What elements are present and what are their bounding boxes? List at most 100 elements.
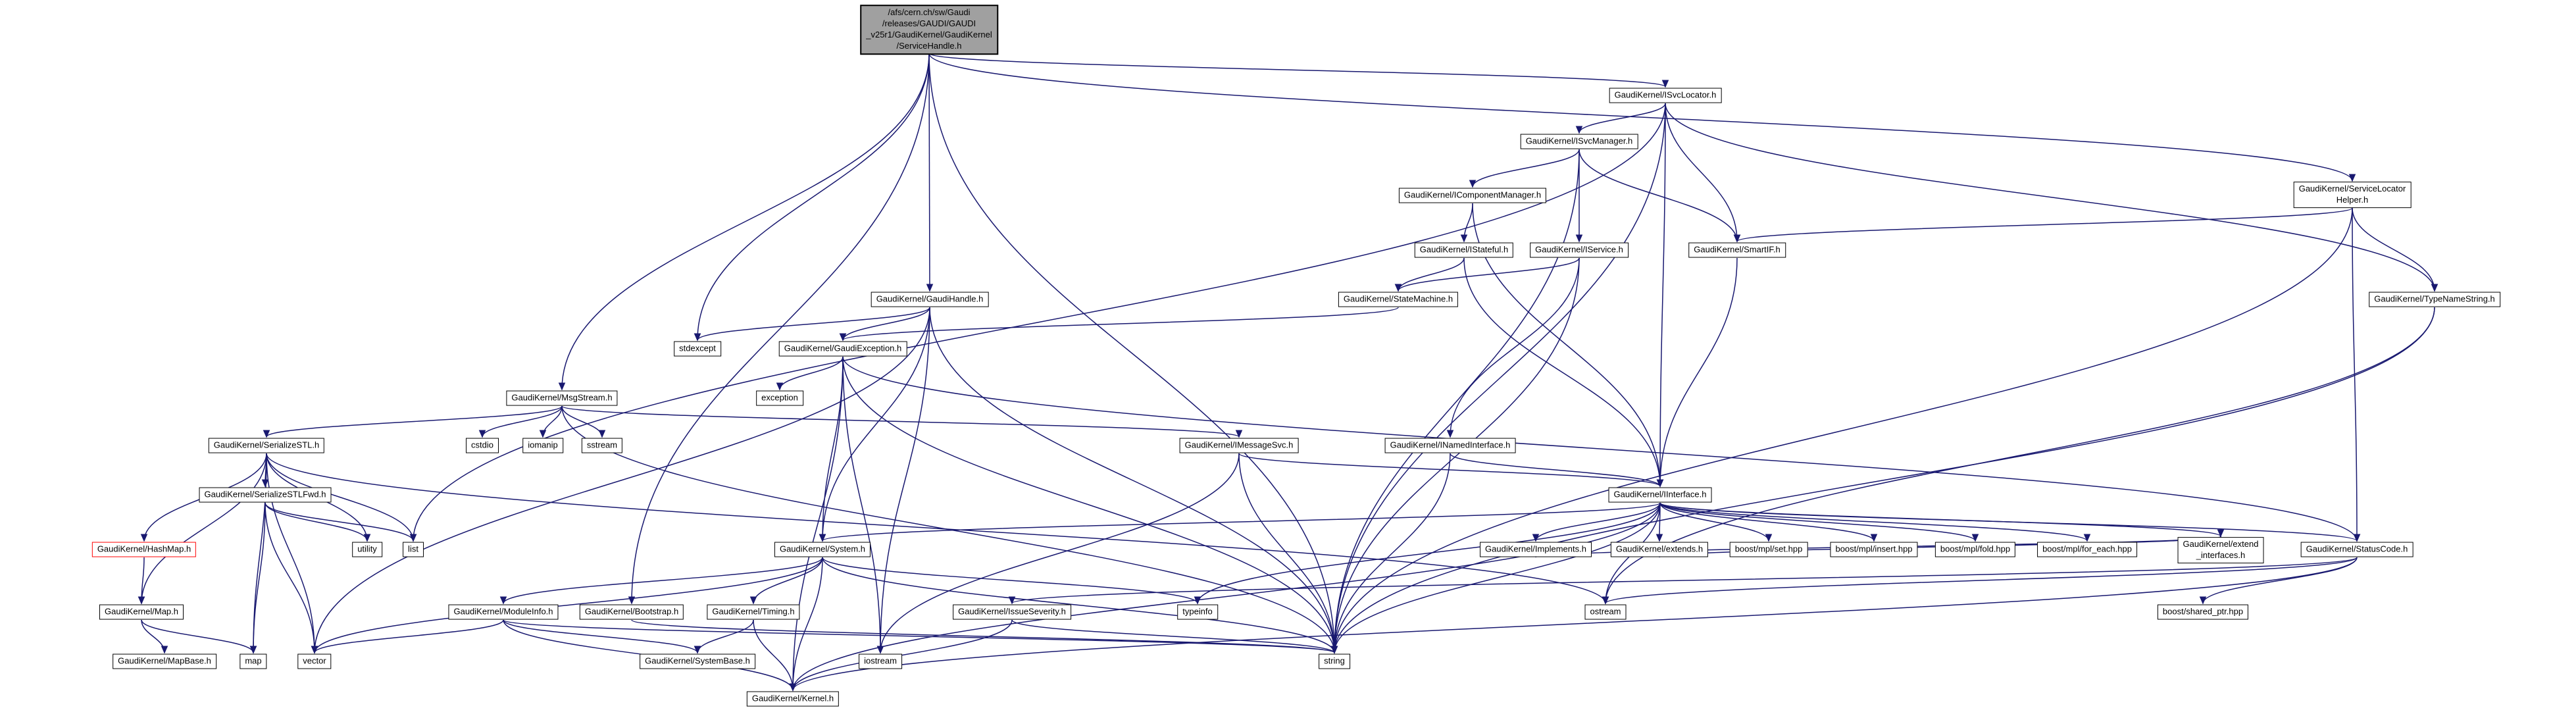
graph-node-iomanip: iomanip: [522, 438, 563, 453]
include-edge-IStateful-to-StateMachine: [1394, 257, 1465, 292]
graph-node-cstdio: cstdio: [466, 438, 499, 453]
graph-node-SmartIF[interactable]: GaudiKernel/SmartIF.h: [1688, 242, 1786, 258]
include-edge-IInterface-to-mpl_for_each: [1659, 502, 2090, 542]
graph-node-utility: utility: [352, 542, 382, 557]
graph-node-string: string: [1319, 653, 1350, 669]
include-edge-TypeNameString-to-string: [1330, 307, 2435, 654]
include-edge-GaudiException-to-string: [842, 356, 1338, 654]
include-edge-SerializeSTLFwd-to-utility: [265, 502, 371, 542]
include-edge-System-to-string: [822, 557, 1338, 654]
graph-node-SerializeSTL[interactable]: GaudiKernel/SerializeSTL.h: [208, 438, 325, 453]
include-edge-IService-to-string: [1330, 257, 1580, 654]
graph-node-GaudiHandle[interactable]: GaudiKernel/GaudiHandle.h: [871, 292, 989, 307]
include-edge-MsgStream-to-IMessageSvc: [561, 405, 1242, 438]
include-edge-IInterface-to-Kernel: [789, 502, 1661, 692]
graph-node-IStateful[interactable]: GaudiKernel/IStateful.h: [1414, 242, 1514, 258]
include-edge-ServiceHandle-to-MsgStream: [558, 53, 930, 391]
graph-node-typeinfo: typeinfo: [1177, 604, 1218, 620]
graph-node-ModuleInfo[interactable]: GaudiKernel/ModuleInfo.h: [448, 604, 559, 620]
graph-node-Kernel[interactable]: GaudiKernel/Kernel.h: [746, 691, 840, 707]
graph-node-extends[interactable]: GaudiKernel/extends.h: [1610, 542, 1709, 557]
include-edge-ServiceHandle-to-ServiceLocatorHelper: [928, 53, 2356, 182]
graph-node-StateMachine[interactable]: GaudiKernel/StateMachine.h: [1338, 292, 1459, 307]
graph-node-HashMap[interactable]: GaudiKernel/HashMap.h: [91, 542, 197, 557]
graph-node-INamedInterface[interactable]: GaudiKernel/INamedInterface.h: [1384, 438, 1516, 453]
include-edge-ServiceHandle-to-GaudiHandle: [926, 53, 934, 292]
graph-node-IInterface[interactable]: GaudiKernel/IInterface.h: [1608, 487, 1712, 503]
include-edge-IInterface-to-System: [819, 502, 1661, 542]
include-edge-IInterface-to-typeinfo: [1194, 502, 1661, 605]
include-edge-IStateful-to-IInterface: [1463, 257, 1664, 488]
graph-node-ISvcLocator[interactable]: GaudiKernel/ISvcLocator.h: [1609, 88, 1722, 103]
include-edge-GaudiHandle-to-iostream: [876, 307, 930, 654]
include-edge-StateMachine-to-GaudiException: [840, 307, 1399, 342]
include-edge-IMessageSvc-to-string: [1238, 453, 1338, 654]
include-edge-GaudiHandle-to-GaudiException: [839, 307, 930, 342]
graph-node-MapBase[interactable]: GaudiKernel/MapBase.h: [113, 653, 216, 669]
graph-node-Map[interactable]: GaudiKernel/Map.h: [99, 604, 184, 620]
include-edge-ModuleInfo-to-vector: [311, 619, 504, 654]
include-edge-IInterface-to-string: [1330, 502, 1661, 654]
graph-node-StatusCode[interactable]: GaudiKernel/StatusCode.h: [2300, 542, 2413, 557]
include-edge-SerializeSTLFwd-to-list: [265, 502, 417, 542]
graph-node-SystemBase[interactable]: GaudiKernel/SystemBase.h: [640, 653, 755, 669]
include-edge-SerializeSTL-to-ostream: [266, 453, 1609, 605]
include-edge-IInterface-to-mpl_set: [1659, 502, 1773, 542]
graph-node-Bootstrap[interactable]: GaudiKernel/Bootstrap.h: [579, 604, 684, 620]
graph-node-extend_interfaces[interactable]: GaudiKernel/extend _interfaces.h: [2177, 537, 2264, 563]
include-edge-ModuleInfo-to-string: [503, 619, 1338, 654]
include-edge-StatusCode-to-IssueSeverity: [1009, 557, 2358, 605]
graph-node-stdexcept: stdexcept: [674, 341, 721, 357]
include-edge-GaudiException-to-System: [819, 356, 844, 542]
graph-node-IMessageSvc[interactable]: GaudiKernel/IMessageSvc.h: [1179, 438, 1299, 453]
graph-node-TypeNameString[interactable]: GaudiKernel/TypeNameString.h: [2369, 292, 2500, 307]
include-edge-IInterface-to-mpl_insert: [1659, 502, 1878, 542]
include-edge-ServiceLocatorHelper-to-string: [1330, 207, 2353, 654]
graph-node-Implements[interactable]: GaudiKernel/Implements.h: [1480, 542, 1592, 557]
include-edge-IService-to-StateMachine: [1394, 257, 1580, 292]
include-edge-ServiceLocatorHelper-to-SmartIF: [1734, 207, 2353, 243]
include-edge-Bootstrap-to-string: [631, 619, 1338, 654]
include-edge-GaudiException-to-Kernel: [789, 356, 844, 692]
include-edge-IInterface-to-extend_interfaces: [1659, 502, 2224, 538]
include-edge-IssueSeverity-to-string: [1011, 619, 1338, 654]
include-edge-SmartIF-to-IInterface: [1656, 257, 1738, 488]
graph-node-IComponentManager[interactable]: GaudiKernel/IComponentManager.h: [1398, 188, 1547, 203]
include-edge-INamedInterface-to-string: [1330, 453, 1451, 654]
include-edge-System-to-vector: [311, 557, 823, 654]
graph-node-IService[interactable]: GaudiKernel/IService.h: [1530, 242, 1629, 258]
graph-node-MsgStream[interactable]: GaudiKernel/MsgStream.h: [506, 390, 618, 406]
include-edge-IssueSeverity-to-Kernel: [789, 619, 1013, 692]
graph-node-System[interactable]: GaudiKernel/System.h: [774, 542, 871, 557]
graph-node-Timing[interactable]: GaudiKernel/Timing.h: [707, 604, 800, 620]
include-edge-ISvcLocator-to-SmartIF: [1665, 103, 1741, 243]
include-edge-ModuleInfo-to-SystemBase: [503, 619, 701, 654]
graph-node-IssueSeverity[interactable]: GaudiKernel/IssueSeverity.h: [953, 604, 1071, 620]
include-edge-INamedInterface-to-IInterface: [1450, 453, 1664, 488]
graph-node-mpl_fold: boost/mpl/fold.hpp: [1934, 542, 2016, 557]
include-edge-GaudiException-to-StatusCode: [842, 356, 2361, 542]
include-edge-ISvcLocator-to-IInterface: [1656, 103, 1666, 488]
include-edge-SerializeSTL-to-list: [266, 453, 417, 542]
include-edge-HashMap-to-Map: [138, 557, 145, 605]
include-edge-System-to-ModuleInfo: [499, 557, 823, 605]
include-edge-ISvcManager-to-string: [1330, 149, 1580, 654]
include-edge-SerializeSTL-to-vector: [266, 453, 318, 654]
include-edge-GaudiHandle-to-System: [819, 307, 930, 542]
include-edge-IMessageSvc-to-iostream: [876, 453, 1240, 654]
include-edge-GaudiHandle-to-stdexcept: [694, 307, 930, 342]
graph-node-exception: exception: [756, 390, 803, 406]
include-edge-GaudiException-to-iostream: [842, 356, 884, 654]
graph-node-mpl_insert: boost/mpl/insert.hpp: [1830, 542, 1918, 557]
graph-node-GaudiException[interactable]: GaudiKernel/GaudiException.h: [778, 341, 907, 357]
include-edge-ISvcLocator-to-string: [1330, 103, 1666, 654]
include-edge-IComponentManager-to-IStateful: [1460, 203, 1473, 243]
include-edge-SerializeSTLFwd-to-map: [249, 502, 266, 654]
include-edge-ServiceHandle-to-stdexcept: [694, 53, 930, 342]
graph-node-SerializeSTLFwd[interactable]: GaudiKernel/SerializeSTLFwd.h: [199, 487, 332, 503]
graph-node-mpl_for_each: boost/mpl/for_each.hpp: [2037, 542, 2137, 557]
graph-node-ISvcManager[interactable]: GaudiKernel/ISvcManager.h: [1520, 134, 1638, 149]
include-edge-ISvcManager-to-SmartIF: [1578, 149, 1741, 243]
graph-node-ServiceLocatorHelper[interactable]: GaudiKernel/ServiceLocator Helper.h: [2293, 182, 2412, 208]
